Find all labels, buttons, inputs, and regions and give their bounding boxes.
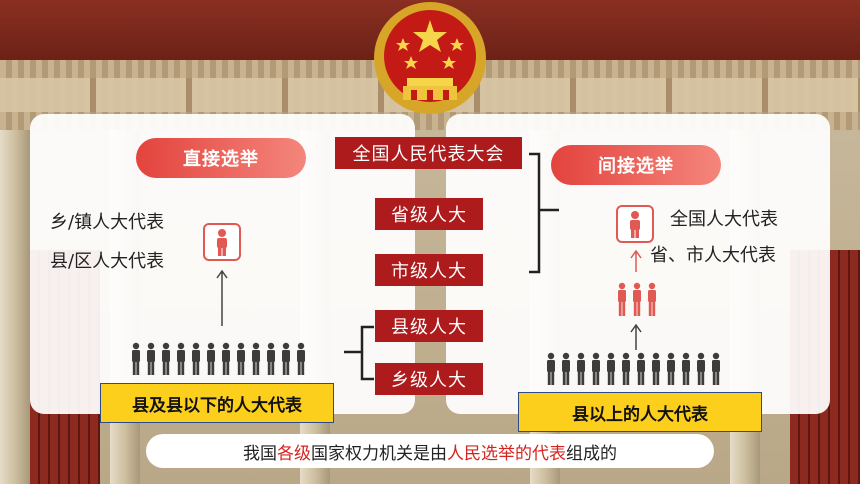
provincial-congress-box: 省级人大: [375, 198, 483, 230]
left-bracket-icon: [344, 325, 374, 381]
person-icon: [203, 223, 241, 261]
county-deputy-label: 县/区人大代表: [50, 251, 165, 272]
summary-sentence: 我国 各级 国家权力机关是由 人民选举的代表 组成的: [146, 434, 714, 468]
crowd-icon: [618, 282, 656, 316]
person-icon: [616, 205, 654, 243]
summary-part: 组成的: [566, 443, 617, 464]
national-emblem-icon: [374, 2, 486, 114]
summary-part: 我国: [243, 443, 277, 464]
county-and-below-deputies-label: 县及县以下的人大代表: [100, 383, 334, 423]
indirect-election-pill: 间接选举: [551, 145, 721, 185]
up-arrow-icon: [630, 323, 642, 350]
summary-highlight: 人民选举的代表: [447, 443, 566, 464]
up-arrow-icon: [630, 249, 642, 272]
background-column: [0, 130, 30, 484]
up-arrow-icon: [216, 269, 228, 326]
municipal-congress-box: 市级人大: [375, 254, 483, 286]
summary-highlight: 各级: [277, 443, 311, 464]
direct-election-pill: 直接选举: [136, 138, 306, 178]
right-bracket-icon: [529, 152, 559, 274]
national-deputy-label: 全国人大代表: [670, 209, 778, 230]
crowd-icon: [547, 352, 720, 385]
township-deputy-label: 乡/镇人大代表: [50, 212, 165, 233]
summary-part: 国家权力机关是由: [311, 443, 447, 464]
crowd-icon: [132, 342, 305, 375]
county-congress-box: 县级人大: [375, 310, 483, 342]
above-county-deputies-label: 县以上的人大代表: [518, 392, 762, 432]
provincial-deputy-label: 省、市人大代表: [650, 245, 776, 266]
township-congress-box: 乡级人大: [375, 363, 483, 395]
national-congress-box: 全国人民代表大会: [335, 137, 522, 169]
